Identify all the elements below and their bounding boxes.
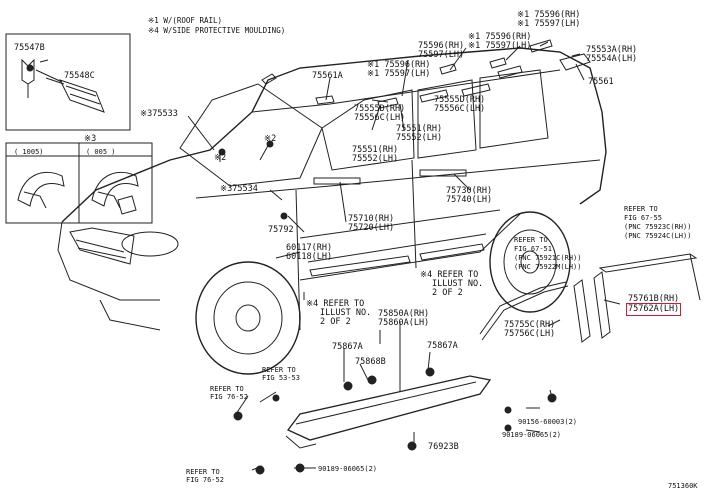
part-label: 75551(RH) <box>352 145 399 155</box>
part-label: ※1 75597(LH) <box>468 41 532 51</box>
part-label: 75556C(LH) <box>354 113 406 123</box>
part-label: ※375533 <box>140 109 178 119</box>
part-label: ※2 <box>214 153 227 163</box>
part-label: 75547B <box>14 43 45 53</box>
reference-label: REFER TO <box>624 205 658 213</box>
part-label: 75755C(RH) <box>504 320 556 330</box>
reference-label: FIG 67-51 <box>514 245 552 253</box>
part-label: 75597(LH) <box>418 50 465 60</box>
part-label: 75561 <box>588 77 614 87</box>
part-label: ILLUST NO. <box>432 279 484 289</box>
part-label: 90189-06065(2) <box>502 431 562 439</box>
part-label: 75867A <box>427 341 458 351</box>
part-label: ※1 75597(LH) <box>367 69 431 79</box>
part-label: 75860A(LH) <box>378 318 430 328</box>
part-label: 75551(RH) <box>396 124 443 134</box>
reference-label: (PNC 75924C(LH)) <box>624 232 692 240</box>
inset-tab-right: ( 005 ) <box>86 148 116 156</box>
part-label: 90156-60003(2) <box>518 418 578 426</box>
part-label: 2 OF 2 <box>320 317 351 327</box>
part-label: 75792 <box>268 225 294 235</box>
part-label: 90189-06065(2) <box>318 465 378 473</box>
part-label: ※1 75597(LH) <box>517 19 581 29</box>
part-label: 75548C <box>64 71 95 81</box>
part-label: 75850A(RH) <box>378 309 430 319</box>
reference-label: (PNC 75922M(LH)) <box>514 263 582 271</box>
part-label: ※1 75596(RH) <box>468 32 532 42</box>
part-label: 75756C(LH) <box>504 329 556 339</box>
part-label: 75556C(LH) <box>434 104 486 114</box>
reference-label: REFER TO <box>514 236 548 244</box>
note-roof-rail: ※1 W/(ROOF RAIL) <box>148 16 223 25</box>
part-label: 60118(LH) <box>286 252 333 262</box>
part-label: 75867A <box>332 342 363 352</box>
inset-box-fastener <box>5 33 131 131</box>
part-label: ※375534 <box>220 184 258 194</box>
part-label: ※1 75596(RH) <box>517 10 581 20</box>
part-label: 75555D(RH) <box>434 95 486 105</box>
part-label: 75596(RH) <box>418 41 465 51</box>
part-label: 75555D(RH) <box>354 104 406 114</box>
part-label: ILLUST NO. <box>320 308 372 318</box>
part-label: 75561A <box>312 71 343 81</box>
part-label: 76923B <box>428 442 459 452</box>
inset-marker: ※3 <box>84 134 97 144</box>
reference-label: FIG 67-55 <box>624 214 662 222</box>
highlighted-part-label[interactable]: 75762A(LH) <box>625 303 682 316</box>
reference-label: REFER TO <box>262 366 296 374</box>
part-label: 60117(RH) <box>286 243 333 253</box>
reference-label: (PNC 75921C(RH)) <box>514 254 582 262</box>
part-label: 75730(RH) <box>446 186 493 196</box>
part-label: 2 OF 2 <box>432 288 463 298</box>
reference-label: (PNC 75923C(RH)) <box>624 223 692 231</box>
part-label: 75710(RH) <box>348 214 395 224</box>
part-label: 75761B(RH) <box>628 294 680 304</box>
figure-id: 751360K <box>668 482 698 490</box>
part-label: 75552(LH) <box>396 133 443 143</box>
note-side-moulding: ※4 W/SIDE PROTECTIVE MOULDING) <box>148 26 286 35</box>
part-label: ※2 <box>264 134 277 144</box>
part-label: ※4 REFER TO <box>420 270 479 280</box>
part-label: 75553A(RH) <box>586 45 638 55</box>
reference-label: REFER TO <box>210 385 244 393</box>
part-label: 75720(LH) <box>348 223 395 233</box>
reference-label: FIG 76-52 <box>186 476 224 484</box>
reference-label: FIG 53-53 <box>262 374 300 382</box>
part-label: 75552(LH) <box>352 154 399 164</box>
inset-tab-left: ( 1005) <box>14 148 44 156</box>
reference-label: FIG 76-52 <box>210 393 248 401</box>
part-label: 75740(LH) <box>446 195 493 205</box>
part-label: 75868B <box>355 357 386 367</box>
clip-marker <box>218 148 226 156</box>
part-label: 75554A(LH) <box>586 54 638 64</box>
part-label: ※4 REFER TO <box>306 299 365 309</box>
part-label: ※1 75596(RH) <box>367 60 431 70</box>
reference-label: REFER TO <box>186 468 220 476</box>
